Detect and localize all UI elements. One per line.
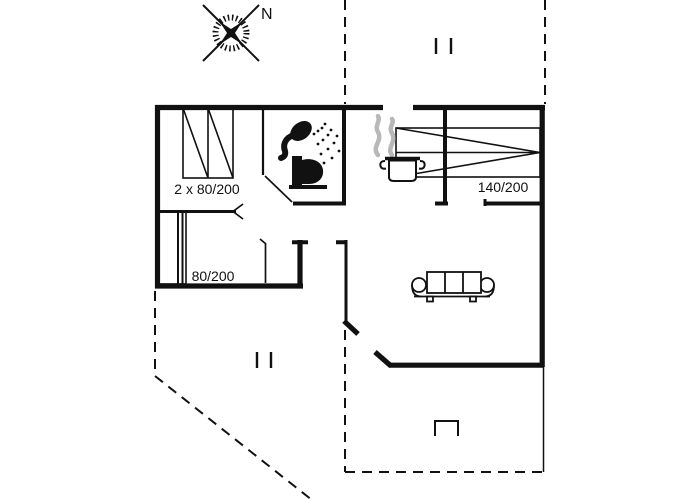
bed-single-icon: [156, 211, 187, 285]
window-mark-bottom-left: [255, 352, 273, 368]
door-leaves: [231, 175, 293, 283]
sofa-icon: [411, 271, 495, 303]
steam-icon: [373, 113, 396, 158]
walls: [154, 104, 545, 368]
stove-pot-icon: [379, 156, 426, 182]
interior-walls: [292, 107, 541, 245]
bed-double-pair-icon: [182, 107, 234, 179]
toilet-icon: [289, 156, 327, 189]
bedroom-single-label: 80/200: [192, 268, 235, 284]
shower-icon: [278, 121, 341, 165]
terrace-boundary-diagonal: [154, 375, 313, 500]
exterior-walls: [154, 104, 545, 368]
bathroom-door-leaf: [264, 175, 293, 203]
bed-main-icon: [395, 127, 541, 178]
window-mark-icon: [255, 38, 453, 368]
bedroom-two-singles-label: 2 x 80/200: [174, 181, 240, 197]
single-bedroom-door-leaf: [259, 238, 267, 283]
interior-walls-light: [155, 199, 487, 322]
north-label: N: [261, 6, 273, 23]
bedroom-double-label: 140/200: [478, 179, 529, 195]
terrace-boundaries: [154, 0, 546, 500]
shower-spray-dots: [312, 122, 341, 165]
bedroom-door-ticks: [231, 203, 244, 220]
window-mark-top: [434, 38, 453, 54]
compass-rose-icon: [202, 4, 260, 62]
terrace-post-icon: [434, 420, 459, 436]
